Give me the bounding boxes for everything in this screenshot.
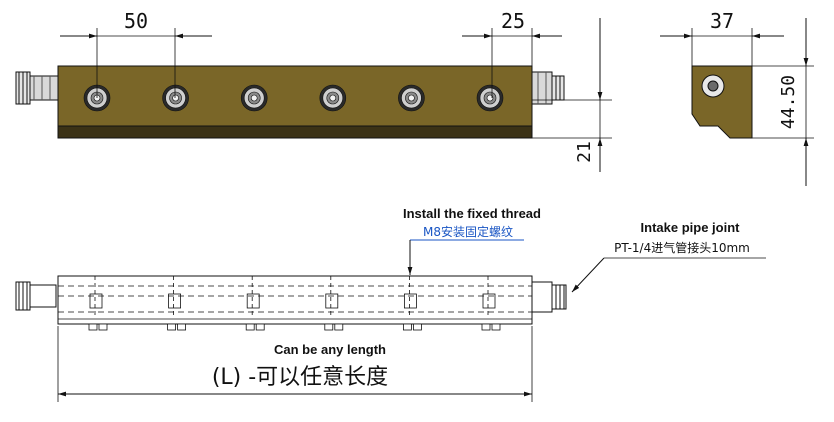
mounting-bolt [245,276,265,331]
mounting-bolt [167,276,187,331]
air-knife-body-bottom [57,275,533,325]
side-view: 37 44.50 [660,9,814,186]
dim-end-offset-text: 25 [501,9,525,33]
mounting-bolt-group [88,276,501,331]
dimension-21: 21 [532,18,612,172]
right-fitting-top [531,71,565,105]
air-knife-base-strip [57,125,533,139]
nozzle [162,84,189,112]
dim-height-text: 21 [574,141,595,163]
nozzle [398,84,425,112]
dimension-44-50: 44.50 [752,18,814,186]
side-width-text: 37 [710,9,734,33]
nozzle [319,84,347,112]
mounting-bolt [481,276,501,331]
thread-label-cn: M8安装固定螺纹 [423,224,513,239]
mounting-bolt [324,276,344,331]
mounting-bolt [88,276,108,331]
side-profile [691,65,753,139]
dimension-50: 50 [60,9,212,98]
nozzle-group [83,84,504,112]
air-knife-body-top [57,65,533,127]
dim-spacing-text: 50 [124,9,148,33]
left-fitting-top [15,71,59,105]
length-label-cn: (L) -可以任意长度 [212,365,388,390]
top-view: 50 25 21 [15,9,612,172]
side-port-inner [707,80,719,92]
dimension-37: 37 [660,9,784,66]
intake-label-en: Intake pipe joint [641,220,741,235]
nozzle [240,84,268,112]
side-height-text: 44.50 [778,75,799,129]
intake-label-cn: PT-1/4进气管接头10mm [614,240,750,255]
right-fitting-bottom [531,281,567,313]
bottom-view: Install the fixed thread M8安装固定螺纹 Intake… [15,206,766,402]
nozzle [476,84,504,112]
thread-label-en: Install the fixed thread [403,206,541,221]
left-fitting-bottom [15,281,57,311]
length-label-en: Can be any length [274,342,386,357]
mounting-bolt [402,276,422,331]
dimension-25: 25 [462,9,562,98]
dimension-length: Can be any length (L) -可以任意长度 [57,326,533,402]
